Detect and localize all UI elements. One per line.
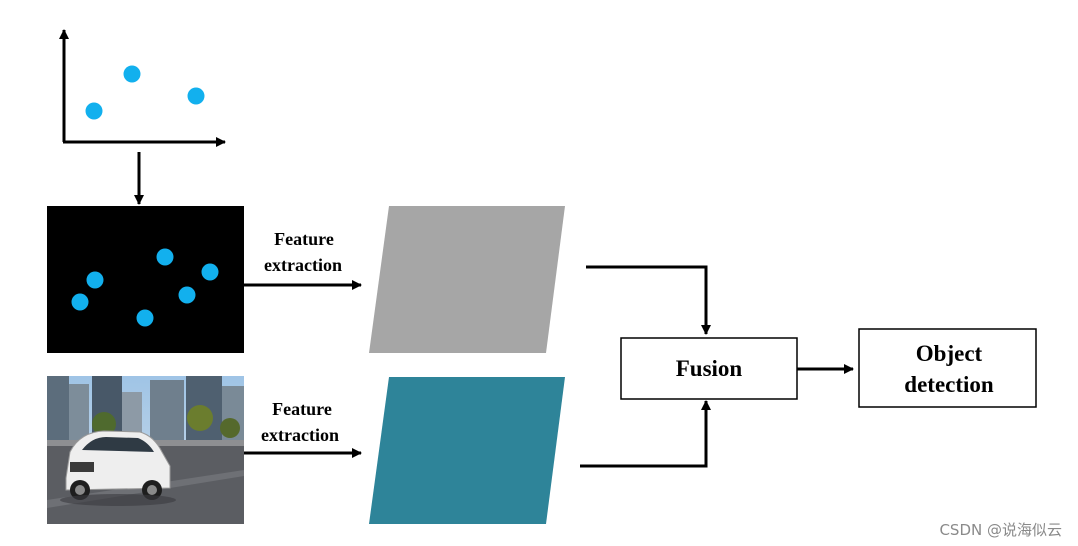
object-detection-label-line1: Object (916, 341, 983, 366)
fusion-box (620, 337, 798, 400)
projected-dot (156, 248, 174, 266)
point-cloud-plot (59, 29, 226, 147)
feature-extraction-label-top-line1: Feature (274, 229, 334, 249)
feature-extraction-label-bottom-line2: extraction (261, 425, 339, 445)
point-cloud-dot (187, 87, 205, 105)
fusion-label: Fusion (676, 356, 743, 381)
camera-image (47, 376, 244, 524)
projected-dot (86, 271, 104, 289)
projected-dot (201, 263, 219, 281)
point-feature-map (369, 206, 565, 353)
fusion-connector-bottom (580, 400, 711, 468)
projected-dot (178, 286, 196, 304)
object-detection-label-line2: detection (904, 372, 994, 397)
image-feature-map (369, 377, 565, 524)
object-detection-box (858, 328, 1037, 408)
feature-extraction-label-bottom-line1: Feature (272, 399, 332, 419)
watermark: CSDN @说海似云 (939, 521, 1062, 539)
point-cloud-dot (123, 65, 141, 83)
projected-dot (71, 293, 89, 311)
feature-extraction-label-top-line2: extraction (264, 255, 342, 275)
projected-dot (136, 309, 154, 327)
fusion-connector-top (586, 265, 711, 335)
projected-point-image (47, 206, 244, 353)
point-cloud-dot (85, 102, 103, 120)
